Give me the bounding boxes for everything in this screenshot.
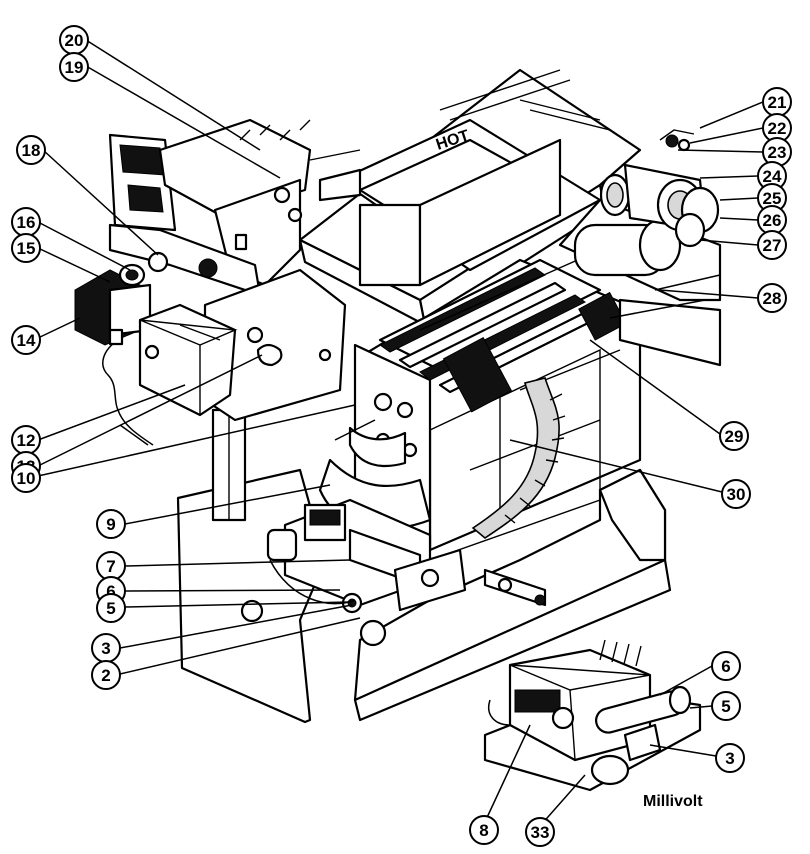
- callout-18: 18: [16, 135, 46, 165]
- svg-text:16: 16: [17, 213, 36, 232]
- callout-3-millivolt: 3: [715, 743, 745, 773]
- svg-text:18: 18: [22, 141, 41, 160]
- gas-valve-assembly: [240, 498, 547, 647]
- callout-8: 8: [469, 815, 499, 845]
- callout-6-millivolt: 6: [711, 651, 741, 681]
- svg-text:24: 24: [763, 167, 782, 186]
- svg-text:3: 3: [101, 639, 110, 658]
- flange-set: [599, 129, 720, 248]
- svg-text:9: 9: [106, 515, 115, 534]
- flue-blower-assembly: [558, 198, 722, 367]
- svg-text:21: 21: [768, 93, 787, 112]
- callout-20: 20: [59, 25, 89, 55]
- callout-26: 26: [757, 205, 787, 235]
- callout-29: 29: [719, 421, 749, 451]
- svg-text:29: 29: [725, 427, 744, 446]
- svg-text:6: 6: [106, 582, 115, 601]
- svg-text:2: 2: [101, 666, 110, 685]
- rear-panel: [203, 268, 347, 422]
- svg-text:22: 22: [768, 119, 787, 138]
- cord: [102, 328, 154, 446]
- svg-text:3: 3: [725, 749, 734, 768]
- callout-30: 30: [721, 479, 751, 509]
- callout-14: 14: [11, 325, 41, 355]
- relay-box: [138, 303, 238, 417]
- svg-text:26: 26: [763, 211, 782, 230]
- svg-text:28: 28: [763, 289, 782, 308]
- callout-9: 9: [96, 509, 126, 539]
- callout-15: 15: [11, 233, 41, 263]
- callout-5: 5: [96, 593, 126, 623]
- heat-exchanger: [378, 249, 627, 413]
- svg-text:5: 5: [106, 599, 115, 618]
- callout-12: 12: [11, 425, 41, 455]
- callout-33: 33: [525, 817, 555, 847]
- callout-21: 21: [762, 87, 792, 117]
- callout-3: 3: [91, 633, 121, 663]
- control-box: [108, 118, 362, 297]
- svg-text:6: 6: [721, 657, 730, 676]
- draft-hood: HOT: [298, 68, 642, 327]
- svg-text:27: 27: [763, 236, 782, 255]
- millivolt-inset: [483, 639, 702, 792]
- svg-text:19: 19: [65, 58, 84, 77]
- callout-10: 10: [11, 463, 41, 493]
- svg-text:7: 7: [106, 557, 115, 576]
- flex-tube: [471, 377, 566, 539]
- callout-19: 19: [59, 52, 89, 82]
- callout-2: 2: [91, 660, 121, 690]
- leader-lines: [37, 39, 764, 827]
- callout-28: 28: [757, 283, 787, 313]
- callouts: 20 19 18 16 15 14 12 13 10 9 7 6 5 3 2 2…: [11, 25, 792, 847]
- svg-text:10: 10: [17, 469, 36, 488]
- millivolt-label: Millivolt: [643, 793, 703, 810]
- svg-text:25: 25: [763, 189, 782, 208]
- callout-16: 16: [11, 207, 41, 237]
- svg-text:23: 23: [768, 143, 787, 162]
- callout-27: 27: [757, 230, 787, 260]
- svg-text:33: 33: [531, 823, 550, 842]
- svg-text:8: 8: [479, 821, 488, 840]
- callout-7: 7: [96, 551, 126, 581]
- svg-text:15: 15: [17, 239, 36, 258]
- svg-text:30: 30: [727, 485, 746, 504]
- svg-text:14: 14: [17, 331, 36, 350]
- svg-text:5: 5: [721, 697, 730, 716]
- svg-text:20: 20: [65, 31, 84, 50]
- svg-text:12: 12: [17, 431, 36, 450]
- callout-5-millivolt: 5: [711, 691, 741, 721]
